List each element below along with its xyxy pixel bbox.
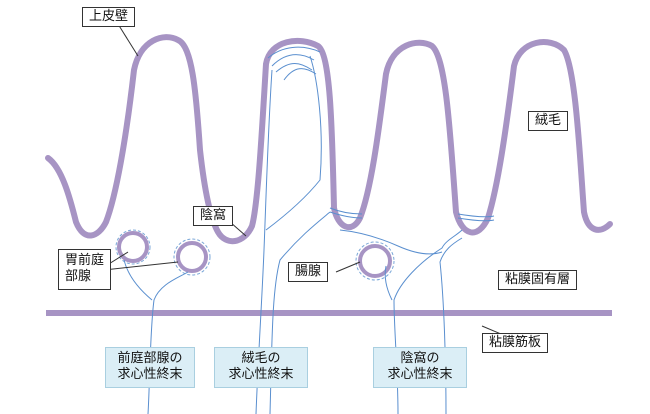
label-afferent-antral: 前庭部腺の 求心性終末: [105, 347, 195, 388]
epithelial-wall: [45, 34, 613, 244]
label-afferent-crypt: 陰窩の 求心性終末: [373, 347, 467, 388]
label-antral-gland: 胃前庭 部腺: [58, 249, 112, 290]
label-crypt: 陰窩: [193, 206, 234, 227]
antral-gland-2: [173, 238, 211, 276]
label-intestinal-gland: 腸腺: [288, 262, 329, 283]
label-lamina-propria: 粘膜固有層: [498, 270, 578, 291]
label-muscularis-mucosae: 粘膜筋板: [482, 333, 549, 354]
antral-gland-1: [115, 229, 151, 265]
intestinal-gland: [355, 241, 395, 281]
label-afferent-villus: 絨毛の 求心性終末: [214, 347, 308, 388]
label-epithelium: 上皮壁: [82, 7, 136, 28]
label-villus: 絨毛: [528, 111, 569, 132]
